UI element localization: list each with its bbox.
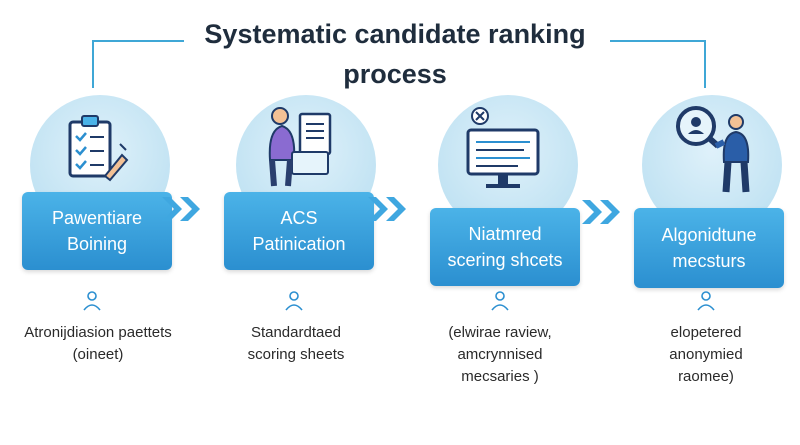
chevron-arrow-icon <box>582 200 620 224</box>
user-icon <box>285 291 303 311</box>
stage-1-box-line-2: Boining <box>66 234 128 254</box>
stage-1-box: Pawentiare Boining <box>22 192 172 270</box>
stage-2-box-line-2: Patinication <box>252 234 346 254</box>
stage-3-caption-line-2: amcrynnised <box>457 346 543 363</box>
stage-3-caption: (elwirae raview, amcrynnised mecsaries ) <box>400 322 600 388</box>
monitor-icon <box>458 100 558 200</box>
stage-3-caption-line-1: (elwirae raview, <box>448 324 552 341</box>
stage-4-caption-line-3: raomee) <box>678 368 734 385</box>
user-icon <box>697 291 715 311</box>
stage-3-caption-line-3: mecsaries ) <box>461 368 539 385</box>
stage-3: Niatmred scering shcets <box>418 0 608 445</box>
stage-1: Pawentiare Boining <box>10 0 200 445</box>
stage-4-caption-line-2: anonymied <box>669 346 743 363</box>
chevron-arrow-icon <box>162 197 200 221</box>
stage-4-box: Algonidtune mecsturs <box>634 208 784 288</box>
stage-3-box: Niatmred scering shcets <box>430 208 580 286</box>
stage-3-box-line-2: scering shcets <box>447 250 563 270</box>
stage-1-caption-line-1: Atronijdiasion paettets <box>24 324 172 341</box>
stage-2-caption-line-1: Standardtaed <box>250 324 342 341</box>
stage-4-box-line-1: Algonidtune <box>661 225 757 245</box>
title-bracket-left <box>92 40 184 88</box>
user-icon <box>83 291 101 311</box>
title-line-2: process <box>343 59 447 89</box>
person-at-desk-icon <box>256 100 356 200</box>
title-bracket-right <box>610 40 706 88</box>
page-title: Systematic candidate ranking process <box>180 14 610 94</box>
checklist-icon <box>50 100 150 200</box>
stage-4-caption-line-1: elopetered <box>670 324 742 341</box>
magnifier-person-icon <box>662 100 762 200</box>
chevron-arrow-icon <box>368 197 406 221</box>
stage-4-box-line-2: mecsturs <box>672 251 746 271</box>
stage-3-box-line-1: Niatmred <box>468 224 542 244</box>
stage-2: ACS Patinication <box>216 0 406 445</box>
stage-1-box-line-1: Pawentiare <box>51 208 143 228</box>
stage-2-box-line-1: ACS <box>280 208 318 228</box>
title-line-1: Systematic candidate ranking <box>204 19 586 49</box>
stage-4-caption: elopetered anonymied raomee) <box>606 322 800 388</box>
stage-1-caption-line-2: (oineet) <box>72 346 124 363</box>
stage-2-caption-line-2: scoring sheets <box>247 346 345 363</box>
stage-4: Algonidtune mecsturs <box>622 0 800 445</box>
user-icon <box>491 291 509 311</box>
stage-1-caption: Atronijdiasion paettets (oineet) <box>0 322 198 366</box>
stage-2-box: ACS Patinication <box>224 192 374 270</box>
stage-2-caption: Standardtaed scoring sheets <box>196 322 396 366</box>
